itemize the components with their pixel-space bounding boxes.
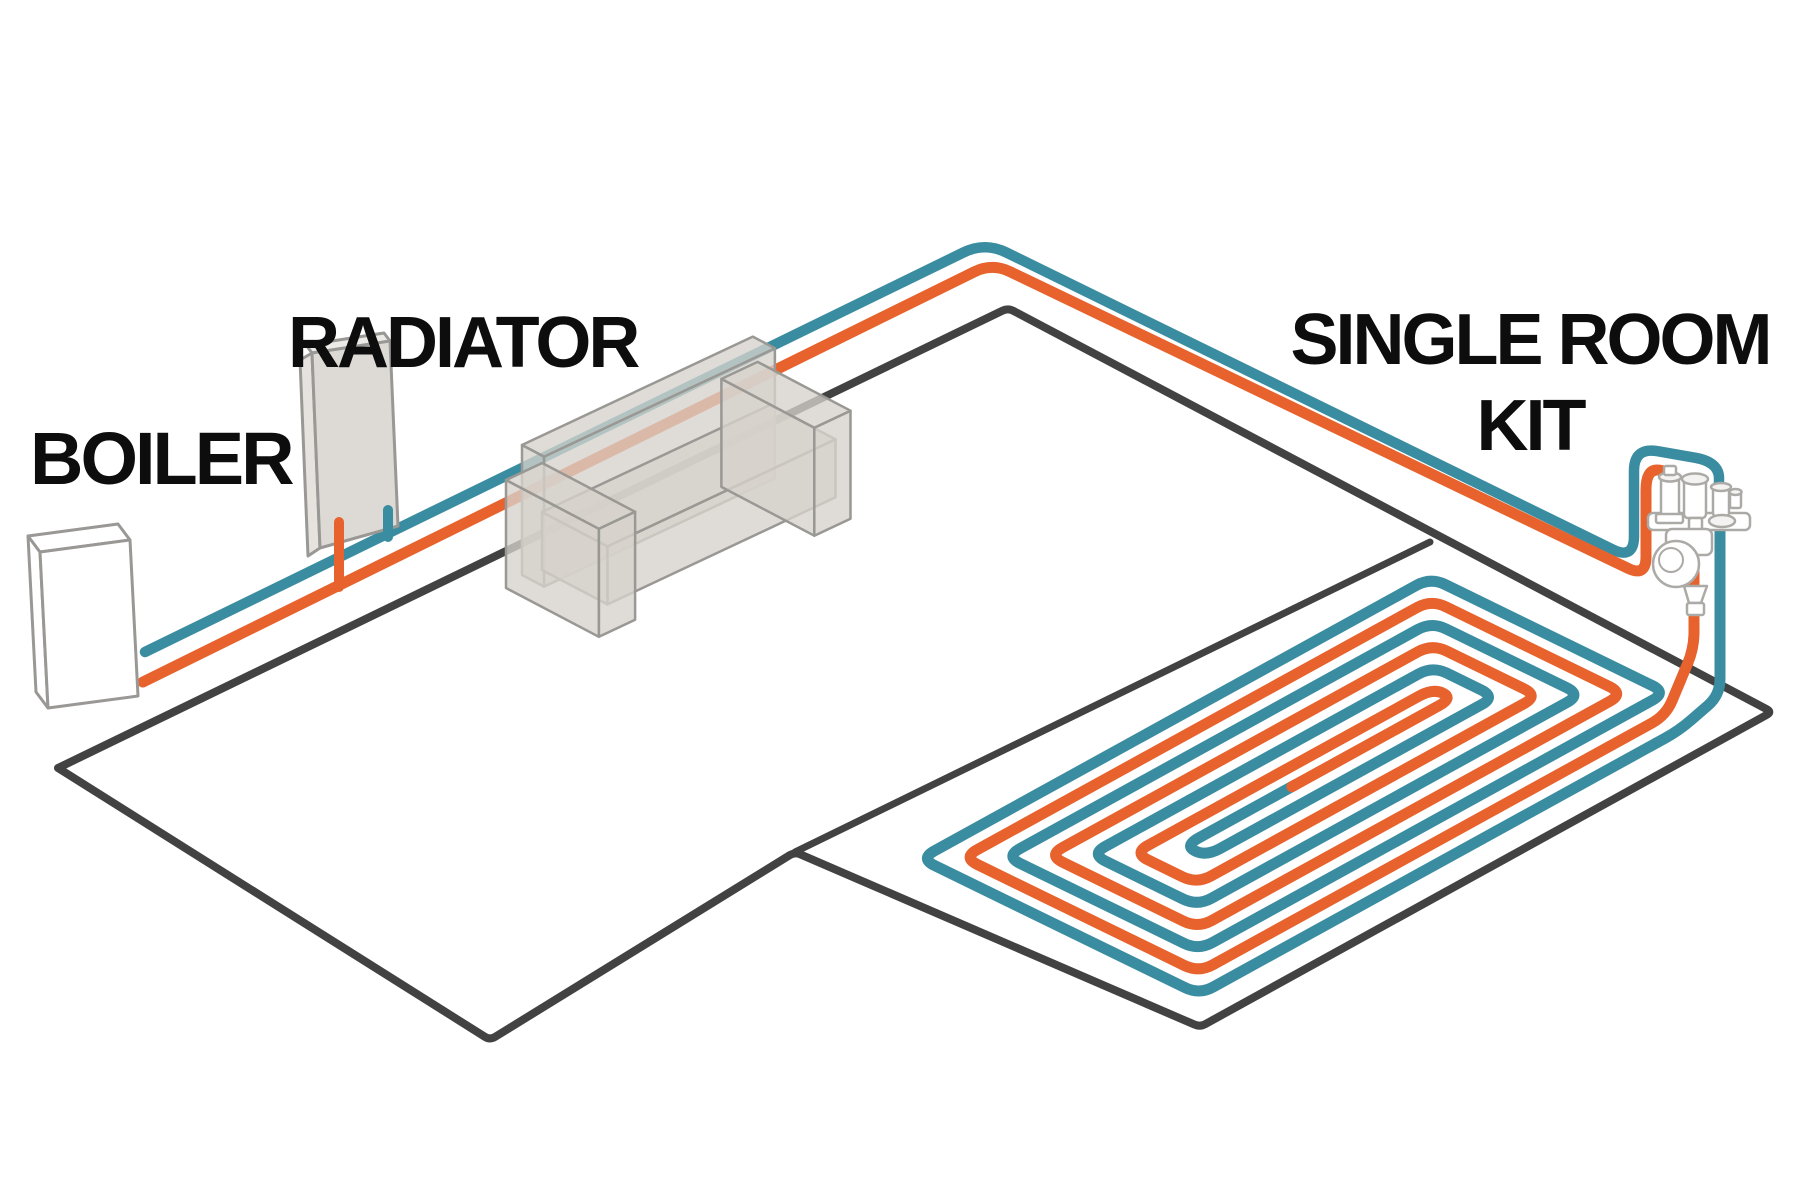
boiler-unit (26, 522, 140, 710)
single-room-kit-label: SINGLE ROOM KIT (1290, 297, 1772, 470)
underfloor-heating-coil (922, 502, 1726, 997)
single-room-kit-label-line2: KIT (1476, 386, 1587, 467)
radiator-label: RADIATOR (288, 303, 640, 383)
single-room-kit-label-line1: SINGLE ROOM (1290, 300, 1772, 380)
single-room-kit-manifold (1646, 464, 1752, 617)
radiator-panel (298, 331, 400, 592)
room-outline (54, 305, 1774, 1043)
sofa (504, 335, 852, 639)
boiler-label: BOILER (30, 417, 295, 500)
